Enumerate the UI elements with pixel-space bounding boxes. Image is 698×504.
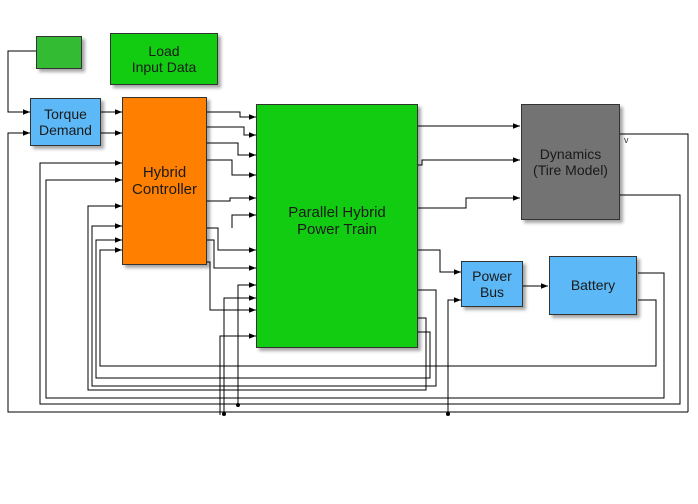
battery-label: Battery [570, 277, 616, 294]
torque-demand-label: Torque Demand [39, 105, 92, 138]
power-train-block[interactable]: Parallel Hybrid Power Train [256, 104, 418, 348]
hybrid-controller-block[interactable]: Hybrid Controller [122, 97, 207, 265]
load-input-data-label: Load Input Data [131, 42, 197, 75]
dynamics-block[interactable]: Dynamics (Tire Model) [521, 104, 620, 220]
hybrid-controller-label: Hybrid Controller [131, 163, 198, 198]
dynamics-output-label: v [624, 135, 629, 145]
power-train-label: Parallel Hybrid Power Train [288, 203, 386, 238]
junction-dots [222, 403, 450, 416]
battery-block[interactable]: Battery [549, 256, 637, 315]
torque-demand-block[interactable]: Torque Demand [30, 98, 101, 146]
power-bus-block[interactable]: Power Bus [461, 261, 523, 307]
power-bus-label: Power Bus [472, 267, 512, 300]
load-input-data-block[interactable]: Load Input Data [110, 33, 218, 85]
dynamics-label: Dynamics (Tire Model) [533, 145, 608, 178]
signal-lines [7, 50, 689, 415]
green-source-block[interactable] [36, 36, 82, 69]
